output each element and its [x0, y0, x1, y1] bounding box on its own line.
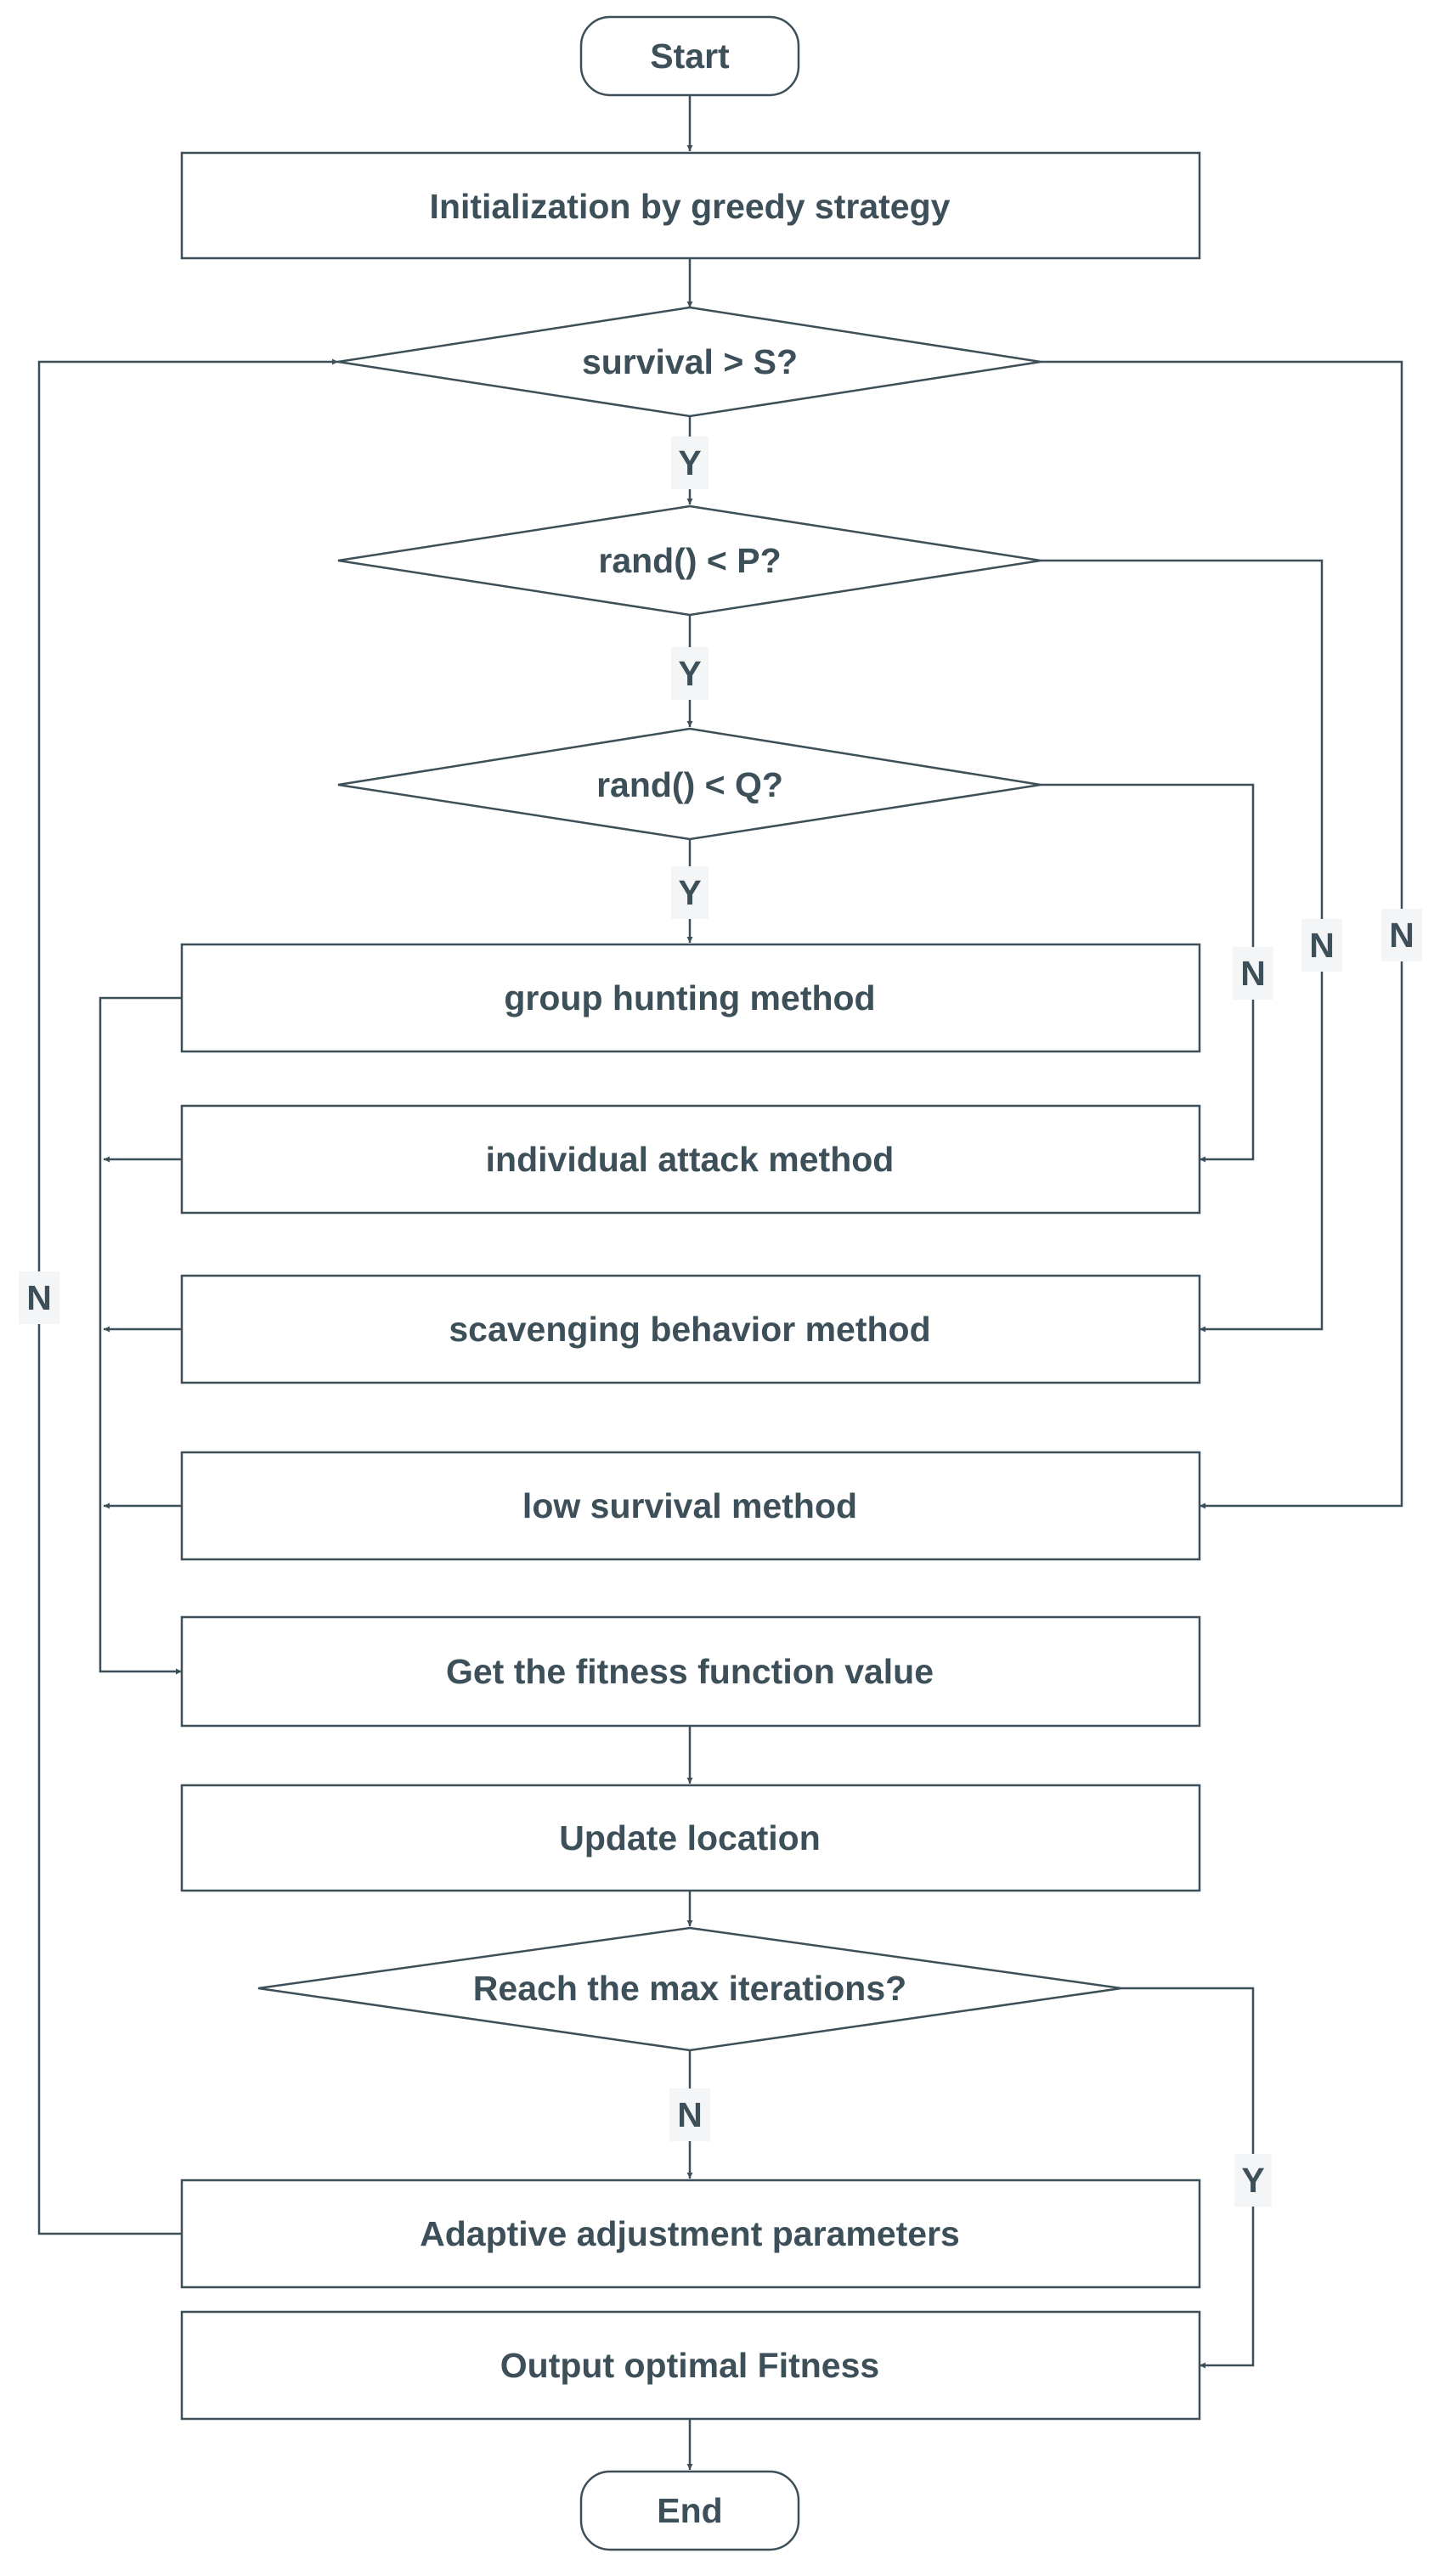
svg-text:Y: Y: [1241, 2161, 1264, 2200]
edge-max-yes: [1121, 1987, 1255, 2369]
node-individual-attack: individual attack method: [180, 1104, 1201, 1215]
svg-text:N: N: [1309, 926, 1335, 965]
svg-text:N: N: [26, 1278, 52, 1317]
label-p-no: N: [1301, 919, 1342, 972]
node-output: Output optimal Fitness: [180, 2310, 1201, 2421]
svg-text:Adaptive adjustment parameters: Adaptive adjustment parameters: [420, 2214, 960, 2253]
svg-text:Update location: Update location: [559, 1818, 821, 1857]
decision-max-iterations: Reach the max iterations?: [257, 1926, 1122, 2052]
svg-text:Y: Y: [678, 873, 701, 912]
svg-text:N: N: [1389, 916, 1414, 955]
label-max-yes: Y: [1234, 2154, 1272, 2207]
svg-text:group hunting method: group hunting method: [504, 978, 875, 1017]
svg-text:survival > S?: survival > S?: [582, 342, 798, 381]
svg-text:rand() < P?: rand() < P?: [598, 541, 781, 580]
svg-text:scavenging behavior method: scavenging behavior method: [449, 1310, 930, 1349]
node-init: Initialization by greedy strategy: [180, 151, 1201, 260]
decision-rand-q: rand() < Q?: [337, 727, 1042, 841]
node-end: End: [579, 2470, 800, 2551]
svg-text:Y: Y: [678, 654, 701, 693]
node-adaptive: Adaptive adjustment parameters: [180, 2179, 1201, 2289]
svg-text:Y: Y: [678, 443, 701, 482]
edge-group-fitness: [99, 996, 182, 1675]
label-q-no: N: [1233, 947, 1273, 1000]
svg-text:Initialization by greedy strat: Initialization by greedy strategy: [430, 187, 951, 226]
label-loop-no: N: [19, 1271, 59, 1324]
svg-text:Start: Start: [650, 37, 730, 76]
svg-text:N: N: [677, 2095, 703, 2134]
nodes: Start Initialization by greedy strategy …: [180, 15, 1201, 2551]
edge-labels: Y Y Y N N N N N: [19, 437, 1422, 2207]
node-update-location: Update location: [180, 1784, 1201, 1892]
decision-survival: survival > S?: [337, 306, 1042, 418]
label-p-yes: Y: [671, 647, 709, 700]
node-low-survival: low survival method: [180, 1451, 1201, 1561]
label-max-no: N: [669, 2088, 710, 2141]
decision-rand-p: rand() < P?: [337, 504, 1042, 617]
svg-text:individual attack method: individual attack method: [486, 1140, 895, 1179]
svg-text:rand() < Q?: rand() < Q?: [596, 765, 783, 804]
svg-text:End: End: [657, 2491, 722, 2530]
label-q-yes: Y: [671, 866, 709, 919]
node-group-hunting: group hunting method: [180, 943, 1201, 1053]
node-fitness: Get the fitness function value: [180, 1615, 1201, 1728]
svg-text:Get the fitness function value: Get the fitness function value: [446, 1652, 934, 1691]
svg-text:Output optimal Fitness: Output optimal Fitness: [500, 2346, 879, 2385]
svg-text:low survival method: low survival method: [522, 1486, 857, 1525]
label-survival-no: N: [1381, 909, 1422, 961]
node-scavenging: scavenging behavior method: [180, 1274, 1201, 1384]
svg-text:N: N: [1240, 954, 1266, 993]
label-survival-yes: Y: [671, 437, 709, 489]
node-start: Start: [579, 15, 800, 97]
svg-text:Reach the max iterations?: Reach the max iterations?: [473, 1969, 906, 2008]
